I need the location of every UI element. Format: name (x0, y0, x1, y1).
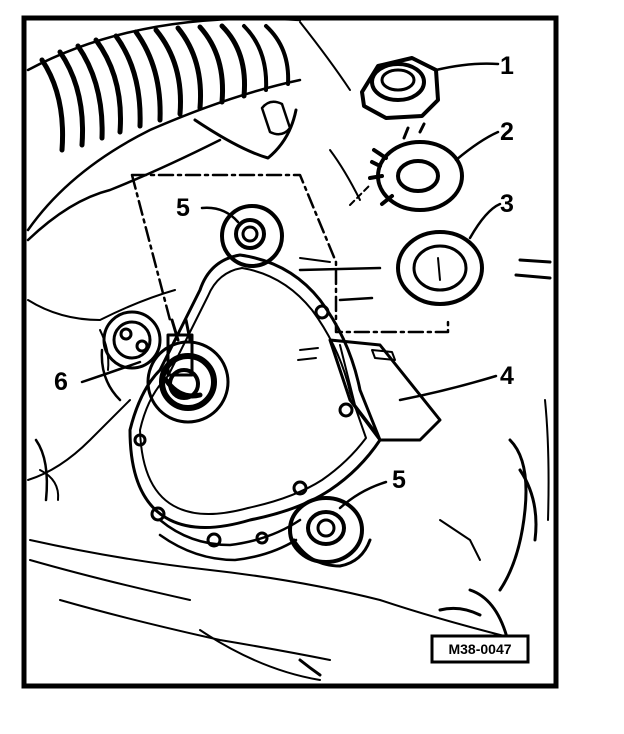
spline-fitting (100, 310, 162, 402)
rubber-boot (26, 17, 302, 242)
callout-5-top-label: 5 (176, 194, 190, 222)
callout-1-label: 1 (500, 52, 514, 80)
callout-3-label: 3 (500, 190, 514, 218)
figure-reference-text: M38-0047 (448, 641, 511, 657)
callout-6-label: 6 (54, 368, 68, 396)
figure-reference: M38-0047 (430, 634, 530, 664)
wiper-motor (297, 338, 442, 442)
leader-lines (80, 62, 502, 510)
callout-5-bottom-label: 5 (392, 466, 406, 494)
bottom-bolt (288, 496, 372, 568)
flat-washer (396, 230, 484, 306)
exploded-view-guide (130, 173, 450, 334)
callout-4-label: 4 (500, 362, 514, 390)
hex-nut (360, 56, 440, 120)
body-structure (27, 21, 552, 681)
top-bolt (220, 204, 284, 268)
callout-2-label: 2 (500, 118, 514, 146)
motor-spindle (146, 318, 230, 424)
lock-washer (368, 122, 464, 212)
